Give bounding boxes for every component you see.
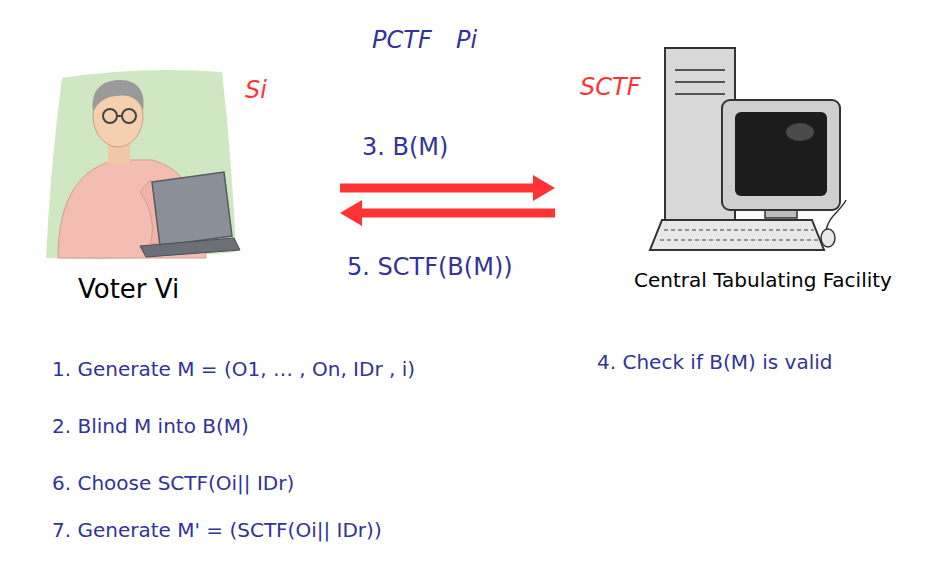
message-label: 3. B(M) [362,133,448,162]
mouse-cable [826,200,846,230]
voter-illustration [46,70,240,259]
private-key: Si [245,76,267,105]
voter-glasses [103,109,136,123]
node-label: Central Tabulating Facility [634,268,892,292]
drive-bay [675,81,725,83]
actor-node: Voter Vi [40,60,340,322]
voter-hair [93,80,144,112]
glasses-bridge [117,115,122,117]
private-key: SCTF [580,73,640,102]
step-text: 1. Generate M = (O1, … , On, IDr , i) [52,357,415,381]
step-text: 4. Check if B(M) is valid [597,350,832,374]
arrow-head [340,200,362,226]
computer-illustration [650,48,846,250]
step-text: 6. Choose SCTF(Oi|| IDr) [52,471,294,495]
voter-backdrop [46,70,236,259]
keyboard [650,220,824,250]
keyboard-keys [664,229,814,231]
mouse [821,229,835,247]
arrow-shaft [340,184,535,193]
laptop-screen [152,172,232,246]
drive-bay [675,69,725,71]
message-arrow [340,175,555,201]
screen-glare [786,123,814,141]
public-key: PCTF [372,26,432,55]
monitor-screen [735,112,827,196]
arrow-head [533,175,555,201]
step-text: 7. Generate M' = (SCTF(Oi|| IDr)) [52,518,382,542]
glasses-lens [103,109,117,123]
public-key: Pi [456,26,477,55]
drive-bay [675,93,725,95]
step-text: 2. Blind M into B(M) [52,414,249,438]
keyboard-keys [660,239,818,241]
node-label: Voter Vi [78,274,179,305]
laptop-base [140,238,240,257]
message-label: 5. SCTF(B(M)) [347,253,513,282]
monitor-bezel [722,100,840,210]
message-arrow [340,200,555,226]
arrow-shaft [360,209,555,218]
glasses-lens [122,109,136,123]
